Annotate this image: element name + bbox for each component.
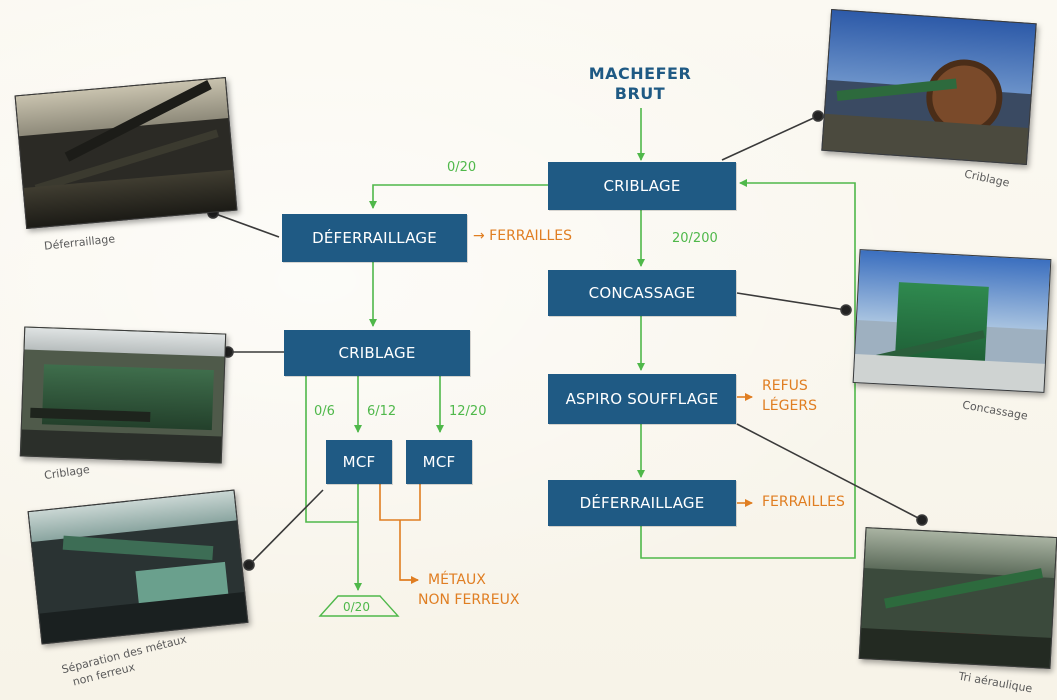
photo-criblage-left [19, 326, 227, 464]
concassage-box[interactable]: CONCASSAGE [548, 270, 736, 316]
criblage-box-left[interactable]: CRIBLAGE [284, 330, 470, 376]
deferraillage-box-right[interactable]: DÉFERRAILLAGE [548, 480, 736, 526]
mcf-box-1[interactable]: MCF [326, 440, 392, 484]
source-line-1: MACHEFER [588, 64, 692, 83]
photo-criblage-right [821, 8, 1037, 166]
output-0-20-shape [318, 595, 400, 617]
deferraillage-box-left[interactable]: DÉFERRAILLAGE [282, 214, 467, 262]
label-12-20: 12/20 [449, 404, 487, 419]
label-6-12: 6/12 [367, 404, 397, 419]
criblage-box-top[interactable]: CRIBLAGE [548, 162, 736, 210]
label-0-20-top: 0/20 [447, 160, 477, 175]
label-0-6: 0/6 [314, 404, 335, 419]
output-metaux-line-2: NON FERREUX [418, 592, 520, 608]
mcf-box-2[interactable]: MCF [406, 440, 472, 484]
photo-separation [27, 489, 249, 645]
photo-deferraillage [14, 77, 238, 229]
aspiro-soufflage-box[interactable]: ASPIRO SOUFFLAGE [548, 374, 736, 424]
output-ferrailles-right: FERRAILLES [762, 494, 845, 510]
arrow-metaux [379, 484, 421, 581]
photo-tri [858, 527, 1057, 669]
source-label: MACHEFER BRUT [580, 64, 700, 104]
output-ferrailles-left: → FERRAILLES [473, 228, 573, 244]
source-line-2: BRUT [614, 84, 666, 103]
output-refus-line-2: LÉGERS [762, 398, 817, 414]
output-metaux-line-1: MÉTAUX [428, 572, 486, 588]
label-20-200: 20/200 [672, 231, 718, 246]
label-output-0-20: 0/20 [343, 600, 370, 614]
output-refus-line-1: REFUS [762, 378, 808, 394]
photo-concassage [852, 249, 1052, 393]
arrow-0-6 [305, 376, 358, 523]
arrow-criblage-deferraillage [369, 184, 548, 209]
arrow-loop-back [640, 179, 856, 559]
